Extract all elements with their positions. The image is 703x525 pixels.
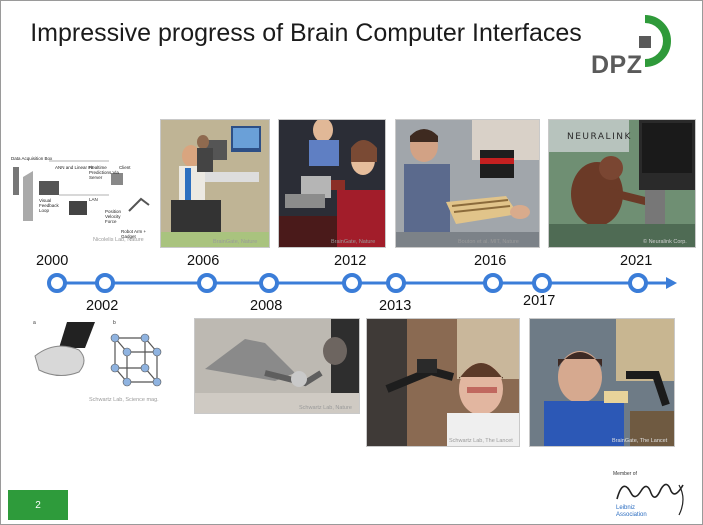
diagram-label: Data Acquisition Box (11, 156, 53, 161)
photo-schwartz-lancet: Schwartz Lab, The Lancet (366, 318, 520, 447)
timeline-marker-2006 (197, 273, 217, 293)
panel-label: b (113, 320, 116, 326)
timeline-marker-2017 (532, 273, 552, 293)
year-label: 2002 (86, 298, 119, 314)
timeline-marker-2008 (259, 273, 279, 293)
year-label: 2013 (379, 298, 412, 314)
photo-braingate-2012: BrainGate, Nature (278, 119, 386, 248)
year-label: 2016 (474, 253, 507, 269)
timeline-marker-2012 (342, 273, 362, 293)
leibniz-logo: Member of Leibniz Association (607, 465, 695, 521)
year-label: 2008 (250, 298, 283, 314)
dpz-logo: DPZ (579, 9, 691, 85)
diagram-label: Robot Arm + Gadget (121, 229, 147, 239)
timeline-marker-2002 (95, 273, 115, 293)
photo-caption: Schwartz Lab, The Lancet (449, 438, 513, 444)
year-label: 2012 (334, 253, 367, 269)
timeline-marker-2021 (628, 273, 648, 293)
photo-schwartz-monkey: Schwartz Lab, Nature (194, 318, 360, 414)
photo-caption: BrainGate, Nature (213, 239, 258, 245)
timeline-marker-2016 (483, 273, 503, 293)
year-label: 2021 (620, 253, 653, 269)
year-label: 2017 (523, 293, 556, 309)
leibniz-line1: Leibniz (616, 505, 636, 511)
photo-caption: BrainGate, The Lancet (612, 438, 668, 444)
diagram-label: Position Velocity Force (105, 209, 122, 224)
timeline-marker-2013 (386, 273, 406, 293)
photo-neuralink-2021: NEURALINK © Neuralink Corp. (548, 119, 696, 248)
page-number-badge: 2 (8, 490, 68, 520)
neuralink-sign: NEURALINK (567, 132, 632, 142)
dpz-logo-text: DPZ (591, 51, 643, 79)
leibniz-line2: Association (616, 512, 647, 518)
photo-caption: BrainGate, Nature (331, 239, 376, 245)
dpz-logo-mark (639, 15, 671, 67)
slide-title: Impressive progress of Brain Computer In… (30, 19, 582, 47)
leibniz-signature-mark (616, 483, 684, 516)
photo-nicolelis-diagram: Data Acquisition Box ANN and Linear Fit … (9, 151, 157, 243)
year-label: 2006 (187, 253, 220, 269)
photo-braingate-lancet: BrainGate, The Lancet (529, 318, 675, 447)
diagram-label: Client (119, 165, 131, 170)
photo-caption: Nicolelis Lab, Nature (93, 237, 144, 243)
diagram-label: LAN (89, 197, 98, 202)
timeline-marker-2000 (47, 273, 67, 293)
photo-schwartz-science: a b Schwartz Lab, Science mag. (29, 318, 169, 404)
diagram-label: ANN and Linear Fit (55, 165, 94, 170)
panel-label: a (33, 320, 36, 326)
diagram-label: Realtime Predictions Via Server (89, 165, 119, 180)
photo-bouton-2016: Bouton et al. MIT, Nature (395, 119, 540, 248)
photo-braingate-2006: BrainGate, Nature (160, 119, 270, 248)
photo-caption: Schwartz Lab, Science mag. (89, 397, 159, 403)
photo-caption: Bouton et al. MIT, Nature (458, 239, 519, 245)
leibniz-member-text: Member of (613, 471, 637, 477)
photo-caption: Schwartz Lab, Nature (299, 405, 352, 411)
photo-caption: © Neuralink Corp. (643, 239, 687, 245)
diagram-label: Visual Feedback Loop (39, 198, 59, 213)
year-label: 2000 (36, 253, 69, 269)
